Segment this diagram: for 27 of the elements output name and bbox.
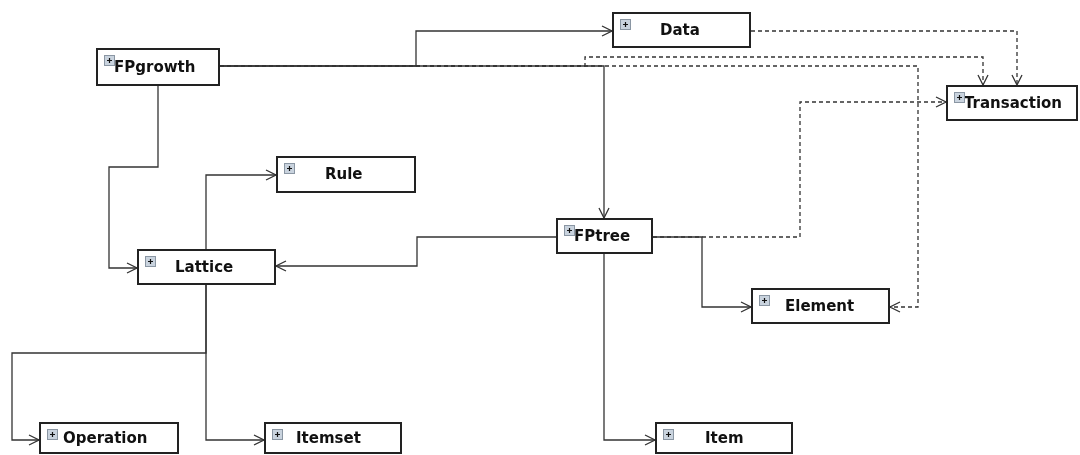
arrow	[275, 236, 557, 272]
class-name: Transaction	[964, 92, 1063, 114]
arrow	[108, 85, 159, 274]
class-box	[39, 422, 179, 454]
arrow	[205, 169, 277, 250]
dashed-arrow	[750, 30, 1023, 86]
class-name: FPtree	[574, 225, 631, 247]
class-name: Rule	[325, 164, 363, 186]
arrow	[205, 284, 265, 446]
class-box	[655, 422, 793, 454]
class-box	[556, 218, 653, 254]
class-name: Item	[705, 427, 744, 449]
class-name: Lattice	[175, 256, 234, 278]
class-box	[612, 12, 751, 48]
class-box	[276, 156, 416, 193]
arrow	[652, 236, 752, 313]
class-name: Data	[660, 19, 700, 41]
class-box	[946, 85, 1078, 121]
class-name: Itemset	[296, 427, 361, 449]
class-box	[264, 422, 402, 454]
class-box	[751, 288, 890, 324]
class-name: Element	[785, 295, 855, 317]
class-name: FPgrowth	[114, 56, 196, 78]
class-box	[96, 48, 220, 86]
class-name: Operation	[63, 427, 148, 449]
class-box	[137, 249, 276, 285]
arrow	[603, 253, 656, 446]
